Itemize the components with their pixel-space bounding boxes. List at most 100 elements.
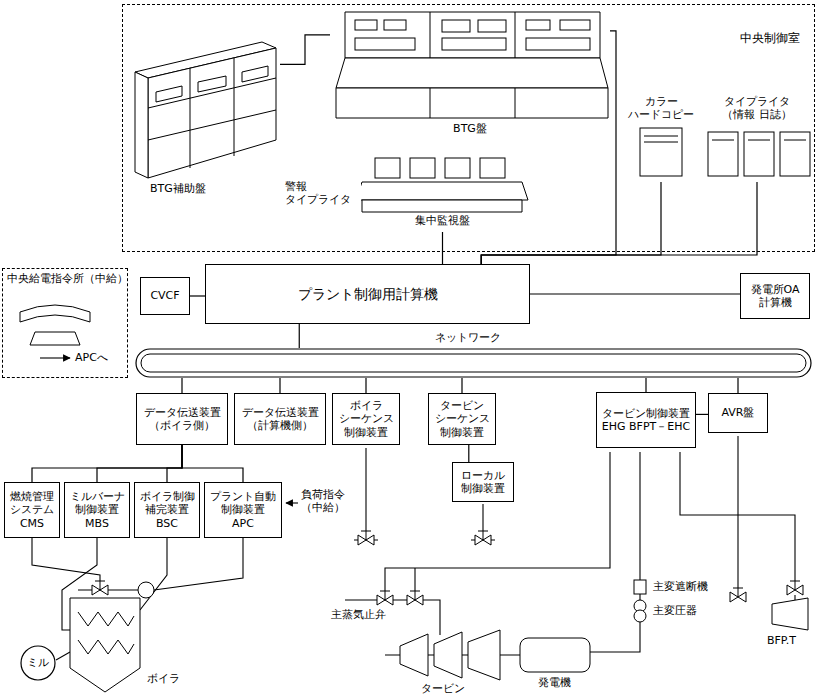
signal-wire (140, 538, 167, 610)
text-holder: カラー ハードコピー (626, 95, 696, 121)
device-box: ボイラ シーケンス 制御装置 (332, 393, 400, 445)
box-text: ミルバーナ 制御装置 (68, 490, 126, 516)
text-holder: プラント自動 制御装置APC (208, 490, 278, 530)
network-ring-inner (141, 354, 806, 372)
equipment-label: 主変遮断機 (652, 580, 709, 593)
text-holder: 中央給電指令所（中給） (7, 272, 128, 285)
valve-symbol (730, 588, 746, 602)
connector-line (182, 445, 243, 482)
box-text: ボイラ シーケンス 制御装置 (336, 399, 396, 439)
device-box: CVCF (140, 277, 190, 315)
turbine-drawing (434, 632, 462, 678)
valve-symbol (358, 531, 374, 545)
monitor-console-drawing (362, 200, 522, 212)
monitor-console-drawing (375, 158, 400, 178)
valve-symbol (407, 591, 423, 605)
box-text: データ伝送装置 （ボイラ側） (140, 406, 224, 432)
device-box: ローカル 制御装置 (452, 462, 514, 502)
turbine-drawing (468, 630, 500, 680)
equipment-label: 発電機 (537, 676, 572, 689)
mill-outline (21, 646, 55, 680)
valve-symbol (377, 591, 393, 605)
signal-arrow (40, 357, 70, 358)
connector-line (279, 378, 280, 393)
connector-line (737, 378, 738, 393)
signal-wire (794, 595, 795, 600)
text-holder: ボイラ シーケンス 制御装置 (336, 399, 396, 439)
region-title: 中央制御室 (740, 31, 800, 45)
bfp-turbine-drawing (772, 598, 808, 630)
text-holder: BTG盤 (330, 122, 610, 135)
printer-drawing (780, 132, 810, 176)
text-holder: 集中監視盤 (355, 214, 530, 227)
text-holder: 燃焼管理 システムCMS (8, 490, 56, 530)
connector-line (97, 445, 182, 482)
printer: カラー ハードコピー (626, 95, 696, 182)
signal-wire (590, 452, 640, 652)
btg-aux-panel-drawing (148, 58, 276, 168)
printer-drawing (644, 136, 678, 142)
connector-line (468, 445, 469, 462)
btg-aux-panel-drawing (148, 48, 276, 178)
valve-symbol (787, 581, 803, 595)
network-ring: ネットワーク (135, 348, 812, 378)
connector-line (181, 378, 182, 393)
text-holder: タービン シーケンス 制御装置 (432, 399, 492, 439)
btg-aux-panel-drawing (135, 72, 148, 178)
connector-line (32, 445, 182, 482)
btg-panel-drawing (336, 88, 608, 118)
equipment-name: カラー ハードコピー (626, 95, 696, 121)
text-holder: 発電所OA 計算機 (744, 283, 806, 309)
printer-drawing (708, 132, 738, 176)
connector-line (190, 295, 205, 296)
connector-line (461, 378, 462, 393)
device-box: 燃焼管理 システムCMS (4, 482, 60, 538)
turbine-drawing (520, 638, 590, 672)
btg-panel-drawing (345, 12, 600, 58)
monitor-console: 集中監視盤 (355, 150, 530, 232)
signal-wire (482, 504, 483, 531)
btg-panel-drawing (355, 20, 377, 30)
device-box: ミルバーナ 制御装置MBS (64, 482, 130, 538)
computer-box: プラント制御用計算機 (205, 264, 530, 324)
device-box: データ伝送装置 （ボイラ側） (136, 393, 228, 445)
text-holder: 中央制御室 (740, 31, 800, 45)
connector-line (645, 378, 646, 392)
text-holder: CVCF (144, 289, 186, 302)
device-box: ボイラ制御 補完装置BSC (134, 482, 200, 538)
control-panel: BTG補助盤 (130, 40, 280, 202)
signal-wire (385, 452, 610, 591)
valve-symbol (92, 581, 108, 595)
btg-panel-drawing (526, 38, 590, 50)
signal-wire (737, 436, 738, 588)
bfp-turbine-drawing (772, 598, 808, 630)
text-holder: データ伝送装置 （ボイラ側） (140, 406, 224, 432)
btg-aux-panel-drawing (135, 42, 276, 178)
boiler-drawing (78, 612, 134, 654)
network-name: ネットワーク (435, 331, 501, 344)
equipment-label: 主変圧器 (652, 604, 698, 617)
monitor-console-drawing (356, 182, 528, 200)
device-box: データ伝送装置 （計算機側） (234, 393, 326, 445)
btg-panel-drawing (430, 88, 515, 118)
text-holder: タイプライタ （情報 日誌） (712, 95, 802, 121)
text-holder: ボイラ制御 補完装置BSC (138, 490, 196, 530)
btg-panel-drawing (430, 12, 515, 58)
connector-line (442, 232, 443, 264)
signal-wire (32, 436, 795, 660)
box-text: プラント制御用計算機 (209, 286, 526, 303)
printer: タイプライタ （情報 日誌） (702, 95, 812, 182)
box-text: MBS (68, 517, 126, 530)
btg-panel-drawing (442, 20, 470, 32)
box-text: APC (208, 517, 278, 530)
text-holder: プラント制御用計算機 (209, 286, 526, 303)
signal-label: APCへ (74, 351, 109, 364)
box-text: 発電所OA 計算機 (744, 283, 806, 309)
btg-panel-drawing (384, 20, 406, 30)
device-box: タービン制御装置 EHG BFPT－EHC (596, 392, 696, 448)
dispatch-console-drawing (20, 305, 90, 345)
btg-panel-drawing (478, 20, 506, 32)
monitor-console-drawing (445, 158, 470, 178)
connector-line (280, 35, 330, 65)
